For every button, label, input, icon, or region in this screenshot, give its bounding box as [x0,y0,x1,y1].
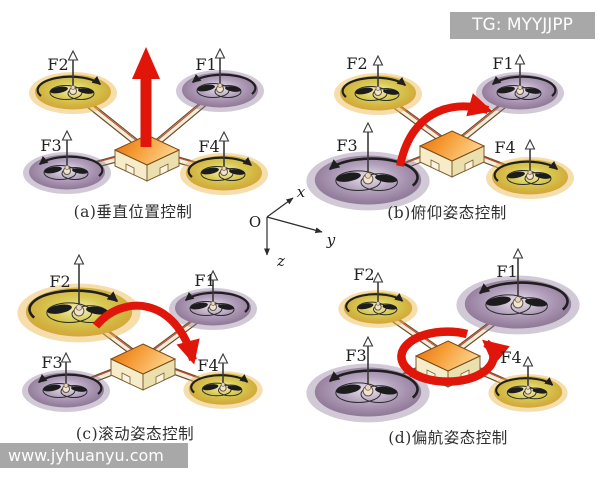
telegram-tag-watermark: TG: MYYJJPP [450,12,595,39]
center-body [113,134,181,182]
thrust-arrow-icon [372,54,384,89]
label-d-f1: F1 [496,262,517,281]
rotor-yellow [486,138,574,199]
thrust-arrow-icon [514,53,526,88]
thrust-up-red-arrow [132,47,160,147]
thrust-arrow-icon [218,130,230,169]
label-b-f2: F2 [346,54,367,73]
rotation-arrow-icon [190,374,249,394]
caption-b: (b)俯仰姿态控制 [387,204,507,222]
rotation-arrow-icon [491,75,557,97]
rotation-arrow-icon [191,73,257,95]
rotor-purple [169,269,257,330]
center-body [109,343,177,391]
thrust-arrow-icon [61,129,73,168]
quadcopter-pitch-control [306,53,574,211]
thrust-arrow-icon [362,121,374,176]
y-axis-arrow [266,216,323,234]
axis-origin-label: O [249,213,261,231]
rotation-arrow-icon [345,293,404,313]
rotor-purple [306,335,430,423]
label-a-f2: F2 [47,55,68,74]
panel-captions: (a)垂直位置控制 (b)俯仰姿态控制 (c)滚动姿态控制 (d)偏航姿态控制 [74,203,508,447]
label-b-f4: F4 [494,138,515,157]
thrust-arrow-icon [512,247,524,300]
rotor-yellow [180,130,268,195]
thrust-arrow-icon [524,138,536,173]
rotor-purple [23,129,111,194]
label-a-f4: F4 [198,137,219,156]
x-axis-arrow [266,197,294,218]
thrust-arrow-icon [372,271,384,304]
rotation-arrow-icon [328,369,419,399]
rotor-labels: F2 F1 F3 F4 F2 F1 F3 F4 F2 F1 F3 F4 F2 F… [40,54,521,375]
rotor-yellow [29,49,117,114]
label-b-f1: F1 [492,54,513,73]
rotation-arrow-icon [37,373,103,395]
label-a-f3: F3 [40,136,61,155]
rotation-arrow-icon [495,377,554,397]
center-body [418,130,486,178]
rotation-arrow-icon [28,289,119,319]
caption-a: (a)垂直位置控制 [74,203,193,221]
rotation-arrow-icon [478,281,569,311]
rotation-arrow-icon [493,160,559,182]
y-axis-label: y [326,231,336,249]
rotor-purple [306,121,430,211]
roll-red-arrow [92,301,200,365]
thrust-arrow-icon [73,253,85,308]
rotor-yellow [17,253,141,343]
rotor-purple [476,53,564,114]
thrust-arrow-icon [207,269,219,304]
thrust-arrow-icon [522,355,534,388]
rotation-arrow-icon [184,291,250,313]
label-d-f2: F2 [353,265,374,284]
thrust-arrow-icon [217,352,229,385]
label-c-f1: F1 [194,271,215,290]
label-c-f3: F3 [41,353,62,372]
rotor-purple [176,47,264,112]
quadcopter-vertical-control [23,47,268,195]
label-a-f1: F1 [195,55,216,74]
quadcopter-roll-control [17,253,263,412]
rotation-arrow-icon [38,155,104,177]
thrust-arrow-icon [60,351,72,386]
rotor-yellow [183,352,263,409]
rotor-purple [456,247,580,335]
rotation-arrow-icon [341,76,407,98]
quadcopter-yaw-control [306,247,580,423]
z-axis-label: z [276,252,285,270]
label-c-f2: F2 [49,272,70,291]
thrust-arrow-icon [362,335,374,388]
rotation-arrow-icon [187,156,253,178]
site-watermark: www.jyhuanyu.com [0,443,188,468]
rotor-yellow [334,54,422,115]
thrust-arrow-icon [67,49,79,88]
label-d-f3: F3 [345,346,366,365]
rotor-yellow [338,271,418,328]
x-axis-label: x [297,183,306,201]
label-c-f4: F4 [197,356,218,375]
label-b-f3: F3 [336,136,357,155]
label-d-f4: F4 [500,348,521,367]
rotor-yellow [488,355,568,412]
caption-d: (d)偏航姿态控制 [388,429,508,447]
caption-c: (c)滚动姿态控制 [76,425,194,443]
rotation-arrow-icon [36,75,102,97]
coordinate-axes: O x y z [249,183,336,270]
rotor-purple [22,351,110,412]
pitch-red-arrow [396,93,493,167]
thrust-arrow-icon [214,47,226,86]
rotation-arrow-icon [328,157,419,187]
yaw-red-ring-arrow [397,327,510,386]
